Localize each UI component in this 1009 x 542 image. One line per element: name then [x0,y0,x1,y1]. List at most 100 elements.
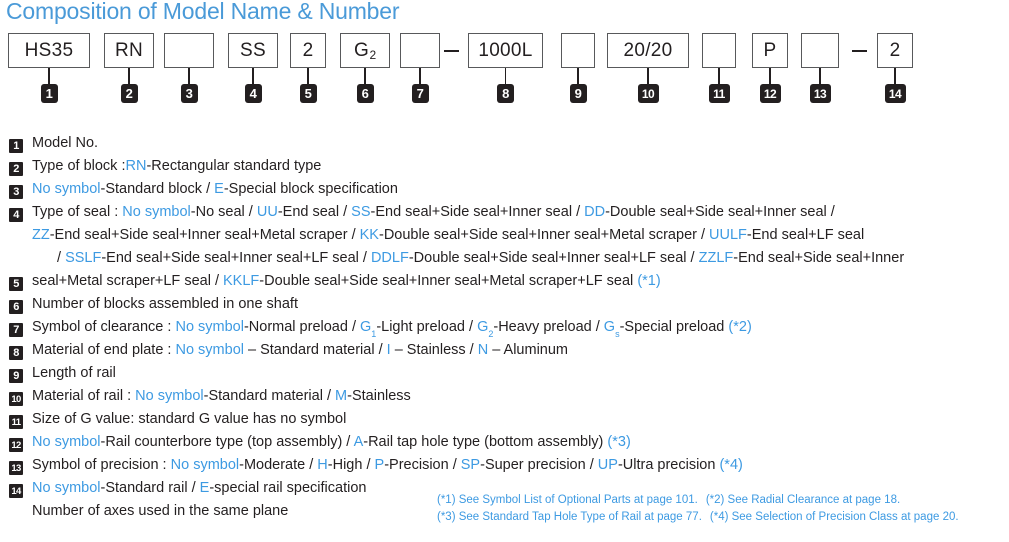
slot-badge-14: 14 [884,84,906,103]
legend-phrase: -Heavy preload / [493,319,604,335]
symbol-code: N [477,342,489,358]
legend-badge-6: 6 [9,300,23,314]
legend-badge-1: 1 [9,139,23,153]
legend-phrase: Material of end plate : [32,342,176,358]
legend-phrase: – Standard material / [243,342,387,358]
legend-phrase: -Moderate / [239,457,318,473]
page-title: Composition of Model Name & Number [6,0,400,24]
leader-line-4 [252,68,254,84]
legend-text-14-line-2: Number of axes used in the same plane [32,501,288,522]
legend-text-11-line-1: Size of G value: standard G value has no… [32,409,346,430]
symbol-code: P [374,457,385,473]
legend-phrase: -End seal+Side seal+Inner seal / [370,204,585,220]
legend-phrase: -End seal / [277,204,352,220]
legend-badge-12: 12 [9,438,23,452]
legend-text-4-line-1: Type of seal : No symbol-No seal / UU-En… [32,202,835,223]
leader-line-6 [364,68,366,84]
legend-text-6-line-1: Number of blocks assembled in one shaft [32,294,298,315]
symbol-code: M [335,388,348,404]
leader-line-10 [647,68,649,84]
symbol-code: No symbol [170,457,240,473]
symbol-code: No symbol [32,480,101,496]
symbol-code: UULF [709,227,747,243]
symbol-code: ZZLF [698,250,734,266]
symbol-code: Gs [603,319,620,340]
code-box-14: 2 [877,33,913,68]
symbol-code: E [214,181,224,197]
symbol-code: (*2) [728,319,752,335]
separator-dash-after-13 [852,50,867,52]
legend-phrase: -No seal / [190,204,257,220]
legend-text-4-line-3: / SSLF-End seal+Side seal+Inner seal+LF … [57,248,904,269]
slot-badge-2: 2 [120,84,138,103]
legend-phrase: Symbol of precision : [32,457,171,473]
symbol-code: SP [460,457,481,473]
legend-phrase: seal+Metal scraper+LF seal / [32,273,224,289]
legend-text-12-line-1: No symbol-Rail counterbore type (top ass… [32,432,631,453]
legend-text-14-line-1: No symbol-Standard rail / E-special rail… [32,478,366,499]
symbol-code: SSLF [65,250,102,266]
leader-line-5 [307,68,309,84]
leader-line-8 [504,68,507,84]
legend-phrase: -Rail counterbore type (top assembly) / [100,434,354,450]
legend-phrase: -End seal+Side seal+Inner seal+LF seal / [101,250,371,266]
leader-line-9 [577,68,579,84]
symbol-code: No symbol [175,342,244,358]
legend-phrase: -Double seal+Side seal+Inner seal+Metal … [378,227,710,243]
legend-phrase: Type of block : [32,158,126,174]
leader-line-7 [419,68,421,84]
symbol-code: I [386,342,391,358]
symbol-code: No symbol [32,181,101,197]
legend-text-2-line-1: Type of block :RN-Rectangular standard t… [32,156,321,177]
legend-badge-13: 13 [9,461,23,475]
code-box-5: 2 [290,33,326,68]
legend-badge-8: 8 [9,346,23,360]
legend-phrase: -Double seal+Side seal+Inner seal / [605,204,835,220]
legend-badge-5: 5 [9,277,23,291]
slot-badge-3: 3 [180,84,198,103]
legend-badge-9: 9 [9,369,23,383]
symbol-code: G1 [360,319,377,340]
legend-phrase: -Ultra precision [617,457,720,473]
legend-text-13-line-1: Symbol of precision : No symbol-Moderate… [32,455,743,476]
leader-line-11 [718,68,720,84]
legend-phrase: / [57,250,66,266]
symbol-code: No symbol [135,388,204,404]
code-box-8: 1000L [468,33,543,68]
leader-line-13 [819,68,821,84]
legend-phrase: -End seal+LF seal [746,227,865,243]
symbol-code: No symbol [175,319,244,335]
legend-phrase: -Standard block / [100,181,215,197]
symbol-code: (*3) [607,434,631,450]
slot-badge-5: 5 [299,84,317,103]
legend-phrase: -Standard rail / [100,480,200,496]
legend-text-5-line-1: seal+Metal scraper+LF seal / KKLF-Double… [32,271,661,292]
legend-phrase: Type of seal : [32,204,123,220]
symbol-code: G2 [477,319,494,340]
slot-badge-9: 9 [569,84,587,103]
symbol-code: H [317,457,328,473]
legend-phrase: -Special block specification [223,181,398,197]
code-box-3 [164,33,214,68]
slot-badge-4: 4 [244,84,262,103]
leader-line-12 [769,68,771,84]
code-box-4: SS [228,33,278,68]
legend-phrase: Size of G value: standard G value has no… [32,411,347,427]
code-box-12: P [752,33,788,68]
legend-badge-4: 4 [9,208,23,222]
slot-badge-7: 7 [411,84,429,103]
legend-phrase: -End seal+Side seal+Inner seal+Metal scr… [49,227,360,243]
legend-badge-2: 2 [9,162,23,176]
footnote-right: (*2) See Radial Clearance at page 18. [705,494,901,506]
legend-phrase: -Double seal+Side seal+Inner seal+Metal … [259,273,638,289]
legend-text-10-line-1: Material of rail : No symbol-Standard ma… [32,386,411,407]
legend-phrase: -Stainless [347,388,411,404]
legend-phrase: -Rail tap hole type (bottom assembly) [363,434,608,450]
symbol-code: DD [584,204,606,220]
code-box-1: HS35 [8,33,90,68]
legend-phrase: -Rectangular standard type [146,158,322,174]
legend-text-1-line-1: Model No. [32,133,98,154]
legend-phrase: -special rail specification [209,480,367,496]
symbol-code: (*1) [637,273,661,289]
